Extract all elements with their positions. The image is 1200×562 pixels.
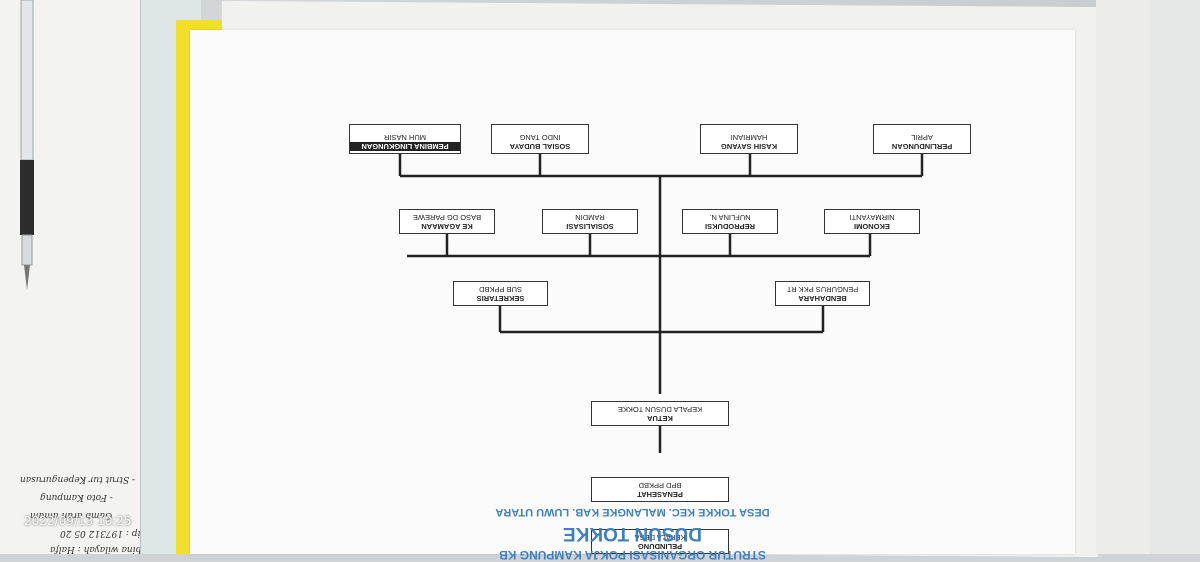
upside-down-content: PELINDUNG KEPALA DESA PENASEHAT BPD PPKB…: [190, 30, 1075, 562]
org-box-sosial-budaya: SOSIAL BUDAYA INDO TANG: [491, 124, 589, 154]
handwritten-note: - Strut tur Kepengurusan: [20, 474, 135, 484]
org-name: BPD PPKBD: [638, 481, 682, 490]
org-box-ekonomi: EKONOMI NIRMAYANTI: [824, 209, 920, 234]
org-name: BASO DG PAREWE: [412, 213, 482, 222]
org-box-ketua: KETUA KEPALA DUSUN TOKKE: [591, 401, 729, 426]
org-name: APRIL: [911, 133, 933, 142]
org-role: SOSIAL BUDAYA: [509, 142, 571, 151]
poster-title: STRUTUR ORGANISASI POKJA KAMPUNG KB: [499, 548, 766, 562]
org-name: NIRMAYANTI: [849, 213, 895, 222]
org-name: NUFLINA N.: [709, 213, 751, 222]
org-box-penasehat: PENASEHAT BPD PPKBD: [591, 477, 729, 502]
connector-lines: [398, 154, 924, 501]
org-box-bendahara: BENDAHARA PENGURUS PKK RT: [775, 281, 870, 306]
org-role: SEKRETARIS: [476, 294, 525, 303]
org-box-reproduksi: REPRODUKSI NUFLINA N.: [682, 209, 778, 234]
org-role: KE AGAMAAN: [421, 222, 473, 231]
org-name: RAMDIN: [575, 213, 605, 222]
org-name: INDO TANG: [519, 133, 561, 142]
org-box-kasih-sayang: KASIH SAYANG HAMRIANI: [700, 124, 798, 154]
org-role: KETUA: [647, 414, 673, 423]
photo-timestamp: 2022/09/13 10:25: [24, 514, 132, 528]
org-box-sekretaris: SEKRETARIS SUB PPKBD: [453, 281, 548, 306]
org-name: MUH NASIR: [383, 133, 427, 142]
poster-location: DESA TOKKE KEC. MALANGKE KAB. LUWU UTARA: [495, 506, 770, 518]
org-name: KEPALA DUSUN TOKKE: [617, 405, 703, 414]
org-role: PENASEHAT: [637, 490, 683, 499]
right-edge: [1150, 0, 1200, 554]
org-name: PENGURUS PKK RT: [786, 285, 859, 294]
handwritten-note: Nip : 197312 05 20: [60, 528, 149, 538]
org-role: PEMBINA LINGKUNGAN: [350, 142, 460, 151]
org-role: PERLINDUNGAN: [891, 142, 953, 151]
org-name: HAMRIANI: [730, 133, 768, 142]
org-box-keagamaan: KE AGAMAAN BASO DG PAREWE: [399, 209, 495, 234]
poster-village: DUSUN TOKKE: [563, 523, 702, 544]
org-role: SOSIALISASI: [566, 222, 614, 231]
org-box-pembina-lingkungan: PEMBINA LINGKUNGAN MUH NASIR: [349, 124, 461, 154]
org-name: SUB PPKBD: [479, 285, 522, 294]
org-role: EKONOMI: [854, 222, 890, 231]
org-box-perlindungan: PERLINDUNGAN APRIL: [873, 124, 971, 154]
right-paper: [1096, 0, 1156, 554]
org-box-sosialisasi: SOSIALISASI RAMDIN: [542, 209, 638, 234]
org-role: BENDAHARA: [798, 294, 847, 303]
org-role: KASIH SAYANG: [720, 142, 778, 151]
org-role: REPRODUKSI: [705, 222, 756, 231]
handwritten-note: - Foto Kampung: [40, 492, 113, 502]
org-chart-poster: PELINDUNG KEPALA DESA PENASEHAT BPD PPKB…: [190, 30, 1075, 562]
pen: [20, 0, 34, 290]
